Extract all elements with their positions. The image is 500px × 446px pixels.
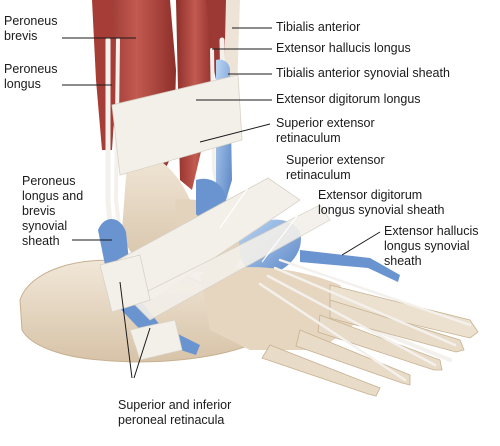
label-tibialis-anterior-synovial-sheath: Tibialis anterior synovial sheath <box>276 66 450 80</box>
leader-superior-extensor-retinaculum-1 <box>199 123 271 143</box>
peroneus-longus-muscle <box>92 0 116 150</box>
edl-tendon-1 <box>278 258 472 327</box>
edl-tendon-2 <box>273 266 457 347</box>
retinaculum-strap-lower <box>129 204 331 321</box>
label-peroneus-brevis: Peroneus brevis <box>4 14 58 43</box>
extensor-hallucis-sheath <box>300 250 400 282</box>
leader-extensor-hallucis-longus-synovial-sheath <box>341 231 381 256</box>
edl-tendon-3 <box>266 274 437 367</box>
label-extensor-hallucis-longus-synovial-sheath: Extensor hallucis longus synovial sheath <box>384 224 479 268</box>
label-superior-extensor-retinaculum-2: Superior extensor retinaculum <box>286 153 385 182</box>
metatarsal-3 <box>317 314 443 371</box>
label-peroneal-retinacula: Superior and inferior peroneal retinacul… <box>118 398 232 427</box>
leader-peroneal-retinacula-b <box>133 327 151 379</box>
label-extensor-digitorum-longus-synovial-sheath: Extensor digitorum longus synovial sheat… <box>318 188 445 217</box>
superior-peroneal-retinaculum-band <box>99 254 151 313</box>
edl-tendon-4 <box>258 282 407 382</box>
leader-peroneal-retinacula-a <box>119 281 133 379</box>
label-peroneus-longus: Peroneus longus <box>4 62 58 91</box>
foot-bones <box>200 267 479 397</box>
leader-lines <box>62 27 381 379</box>
leader-superior-extensor-retinaculum-2 <box>219 155 271 229</box>
label-tibialis-anterior: Tibialis anterior <box>276 20 361 34</box>
peroneal-synovial-sheath <box>98 218 200 355</box>
label-extensor-hallucis-longus: Extensor hallucis longus <box>276 41 411 55</box>
metatarsal-2 <box>329 299 465 353</box>
label-extensor-digitorum-longus: Extensor digitorum longus <box>276 92 421 106</box>
metatarsal-5 <box>261 344 381 397</box>
leader-extensor-digitorum-longus-synovial-sheath <box>261 193 315 263</box>
metatarsal-4 <box>295 329 411 386</box>
label-superior-extensor-retinaculum-1: Superior extensor retinaculum <box>276 116 375 145</box>
label-peroneus-longus-brevis-synovial-sheath: Peroneus longus and brevis synovial shea… <box>22 174 84 248</box>
foot-tendons <box>258 258 472 382</box>
